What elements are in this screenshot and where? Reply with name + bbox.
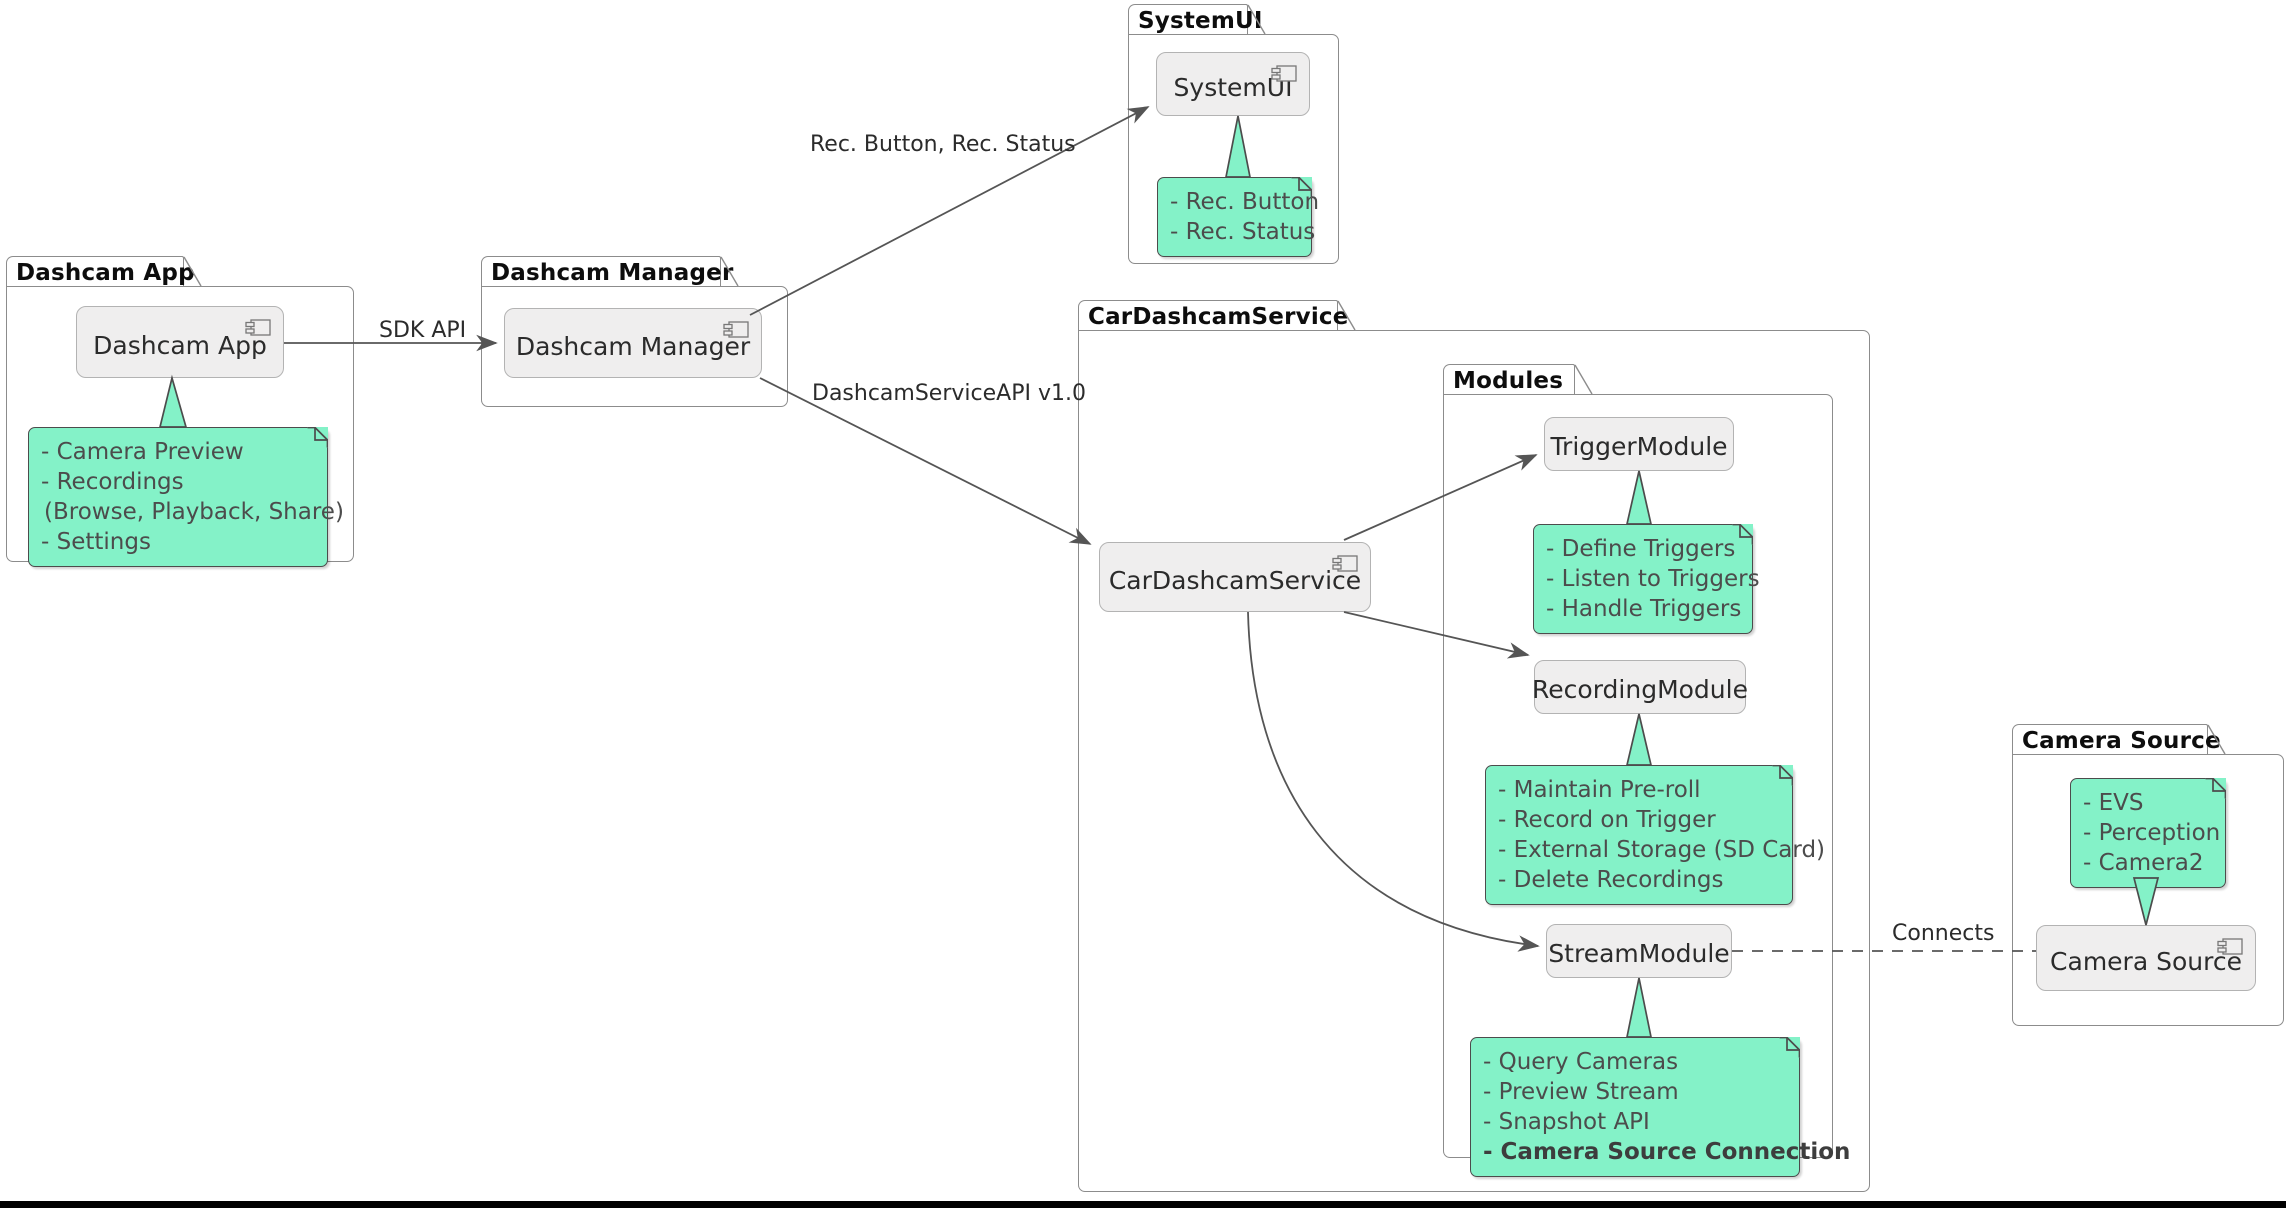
component-dashcam-manager[interactable]: Dashcam Manager	[504, 308, 762, 378]
component-recording-module[interactable]: RecordingModule	[1532, 660, 1748, 714]
note-line: - Record on Trigger	[1498, 807, 1716, 833]
package-camera-source-tab: Camera Source	[2012, 724, 2221, 756]
component-recording-module-label: RecordingModule	[1532, 674, 1748, 704]
note-system-ui-lines: - Rec. Button - Rec. Status	[1170, 187, 1320, 247]
package-car-dashcam-service-label: CarDashcamService	[1088, 304, 1349, 330]
note-fold-icon	[307, 427, 328, 448]
component-car-dashcam-service-label: CarDashcamService	[1108, 565, 1362, 595]
note-line: - Rec. Button	[1170, 189, 1320, 215]
package-dashcam-app-label: Dashcam App	[16, 260, 195, 286]
component-dashcam-app-label: Dashcam App	[93, 330, 267, 360]
note-recording-module: - Maintain Pre-roll - Record on Trigger …	[1485, 765, 1826, 905]
component-stream-module[interactable]: StreamModule	[1546, 924, 1732, 978]
edge-label-dashcam-service-api: DashcamServiceAPI v1.0	[812, 381, 1086, 406]
component-car-dashcam-service[interactable]: CarDashcamService	[1099, 542, 1371, 612]
package-dashcam-manager-label: Dashcam Manager	[491, 260, 734, 286]
note-line: - External Storage (SD Card)	[1498, 837, 1826, 863]
component-camera-source-label: Camera Source	[2050, 946, 2242, 976]
note-fold-icon	[1732, 524, 1753, 545]
note-line: - Listen to Triggers	[1546, 566, 1760, 592]
component-trigger-module-label: TriggerModule	[1550, 431, 1728, 461]
edge-label-connects: Connects	[1892, 921, 1995, 946]
note-fold-icon	[2205, 778, 2226, 799]
component-dashcam-manager-label: Dashcam Manager	[515, 331, 751, 361]
uml-component-icon	[1332, 555, 1358, 572]
package-modules-label: Modules	[1453, 368, 1564, 394]
uml-component-icon	[2217, 938, 2243, 955]
note-dashcam-app-lines: - Camera Preview - Recordings (Browse, P…	[41, 437, 344, 557]
note-line: - Maintain Pre-roll	[1498, 777, 1701, 803]
package-dashcam-app-tab: Dashcam App	[6, 256, 195, 288]
component-camera-source[interactable]: Camera Source	[2036, 925, 2256, 991]
note-line: (Browse, Playback, Share)	[44, 499, 344, 525]
package-system-ui-tab: SystemUI	[1128, 4, 1262, 36]
uml-component-icon	[723, 321, 749, 338]
note-system-ui: - Rec. Button - Rec. Status	[1157, 177, 1320, 257]
note-line: - Handle Triggers	[1546, 596, 1742, 622]
note-fold-icon	[1291, 177, 1312, 198]
component-system-ui[interactable]: SystemUI	[1156, 52, 1310, 116]
component-trigger-module[interactable]: TriggerModule	[1544, 417, 1734, 471]
edge-label-rec-button-status: Rec. Button, Rec. Status	[810, 132, 1076, 157]
uml-component-icon	[245, 319, 271, 336]
note-line: - EVS	[2083, 790, 2144, 816]
package-car-dashcam-service-tab: CarDashcamService	[1078, 300, 1348, 332]
package-camera-source-label: Camera Source	[2022, 728, 2221, 754]
note-trigger-module: - Define Triggers - Listen to Triggers -…	[1533, 524, 1760, 634]
note-line: - Camera Source Connection	[1483, 1139, 1851, 1165]
edge-label-sdk-api: SDK API	[379, 318, 467, 343]
package-dashcam-manager-tab: Dashcam Manager	[481, 256, 733, 288]
component-dashcam-app[interactable]: Dashcam App	[76, 306, 284, 378]
note-line: - Camera2	[2083, 850, 2204, 876]
note-line: - Delete Recordings	[1498, 867, 1724, 893]
note-line: - Snapshot API	[1483, 1109, 1650, 1135]
uml-component-icon	[1271, 65, 1297, 82]
note-line: - Perception	[2083, 820, 2221, 846]
note-dashcam-app: - Camera Preview - Recordings (Browse, P…	[28, 427, 344, 567]
note-stream-module-lines: - Query Cameras - Preview Stream - Snaps…	[1483, 1047, 1851, 1167]
note-fold-icon	[1772, 765, 1793, 786]
note-line: - Query Cameras	[1483, 1049, 1679, 1075]
bottom-bar	[0, 1201, 2286, 1208]
note-stream-module: - Query Cameras - Preview Stream - Snaps…	[1470, 1037, 1851, 1177]
note-camera-source-lines: - EVS - Perception - Camera2	[2083, 788, 2221, 878]
note-line: - Rec. Status	[1170, 219, 1316, 245]
package-modules-tab: Modules	[1443, 364, 1575, 396]
component-stream-module-label: StreamModule	[1548, 938, 1730, 968]
note-line: - Camera Preview	[41, 439, 244, 465]
note-trigger-module-lines: - Define Triggers - Listen to Triggers -…	[1546, 534, 1760, 624]
note-fold-icon	[1779, 1037, 1800, 1058]
note-line: - Settings	[41, 529, 151, 555]
package-system-ui-label: SystemUI	[1138, 8, 1263, 34]
note-line: - Define Triggers	[1546, 536, 1736, 562]
note-line: - Recordings	[41, 469, 184, 495]
note-line: - Preview Stream	[1483, 1079, 1679, 1105]
note-camera-source: - EVS - Perception - Camera2	[2070, 778, 2226, 888]
note-recording-module-lines: - Maintain Pre-roll - Record on Trigger …	[1498, 775, 1826, 895]
